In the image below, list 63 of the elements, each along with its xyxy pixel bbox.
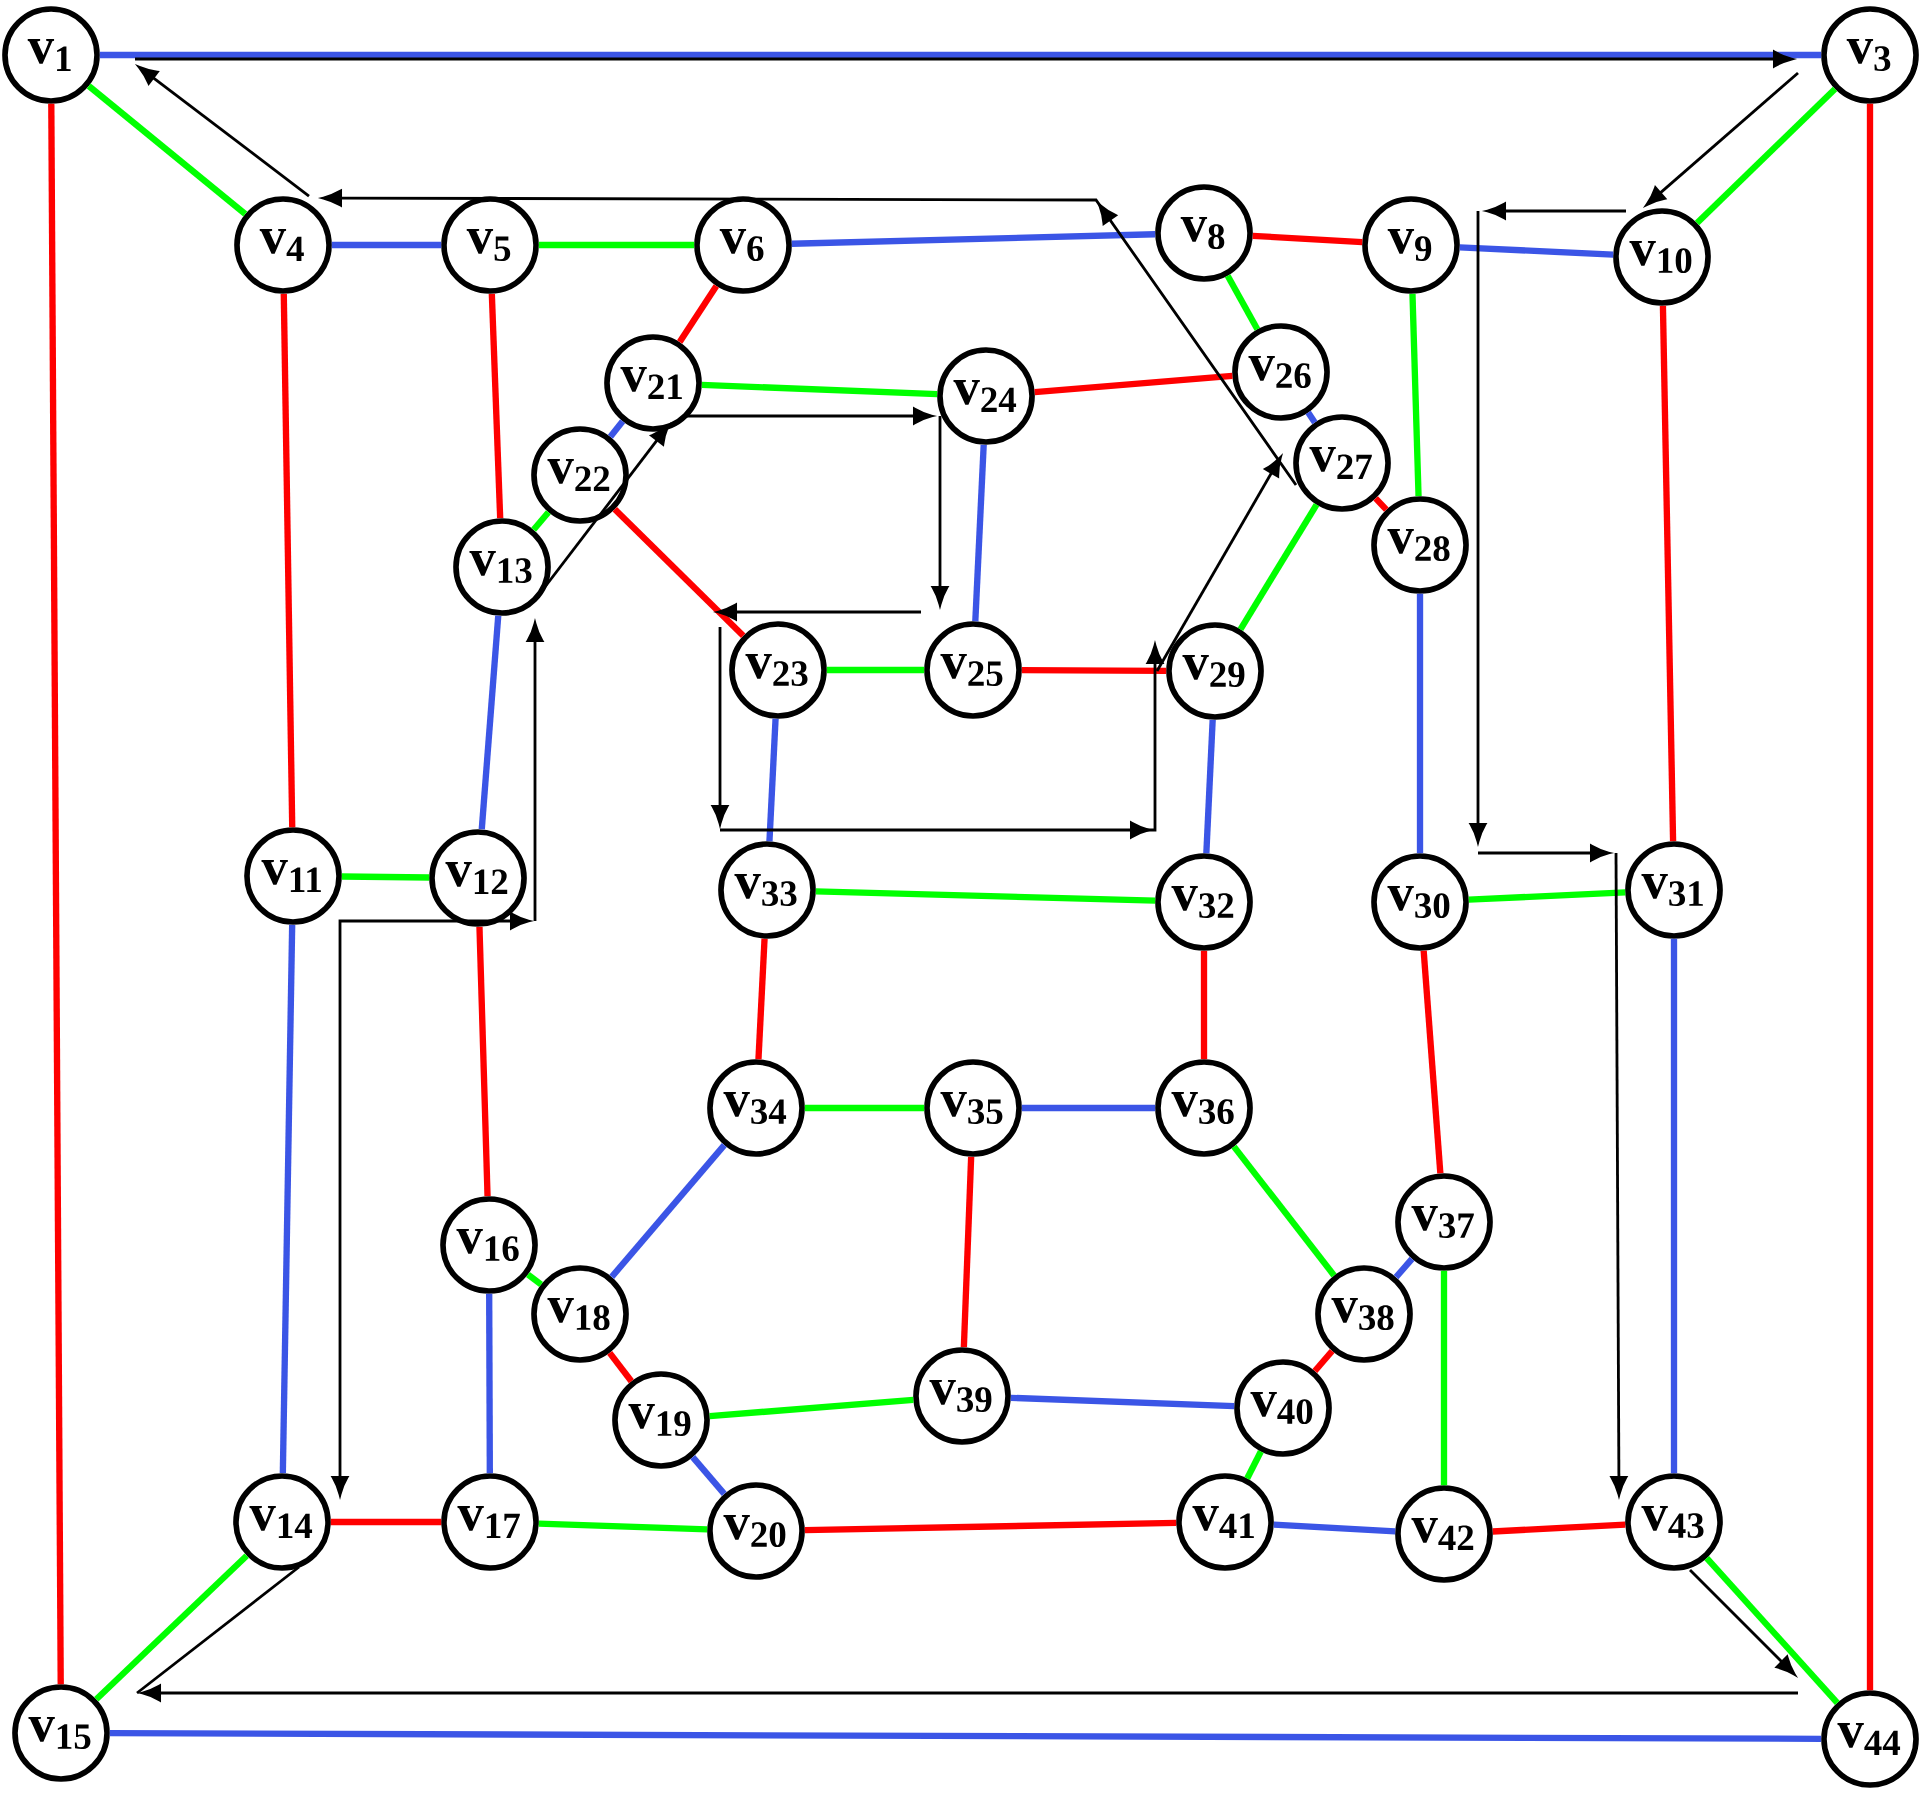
edge-line [99,51,1822,59]
edge-line [331,241,442,249]
edge-line [1203,719,1216,854]
edge-line [1200,950,1208,1060]
edge-line [94,1553,249,1702]
edge-line [677,284,719,344]
edge-line [1440,1270,1448,1486]
edge-line [701,381,938,398]
edge-line [1492,1521,1626,1535]
edge-line [526,1272,543,1287]
edge-line [609,1143,727,1279]
edge-line [804,1104,925,1112]
edge-line [476,926,491,1197]
edge-line [1034,372,1233,396]
edge-line [1866,103,1874,1691]
edge-line [279,924,296,1474]
edge-line [826,666,925,674]
edge-line [1010,1394,1235,1410]
edge-line [1694,86,1838,226]
edge-line [1670,938,1678,1474]
edge-line [330,1518,442,1526]
edge-line [538,1520,708,1533]
edge-line [280,293,296,828]
edge-line [1244,1450,1264,1480]
edge-line [478,615,502,830]
edge-line [804,1519,1177,1534]
edge-line [109,1730,1822,1742]
arrow [1645,71,1799,206]
edge-line [709,1396,914,1420]
edge-line [815,888,1156,904]
edge-line [1459,244,1614,258]
edge-line [972,444,987,622]
edge-line [1237,503,1320,631]
edge-line [1021,1104,1156,1112]
edge-line [486,1293,493,1474]
edge-line [960,1156,975,1348]
edge-line [690,1455,727,1496]
edge-line [1312,1348,1335,1374]
edge-line [1305,410,1318,425]
edge-line [1252,232,1363,246]
arrow [1689,1569,1796,1676]
edge-line [1393,1256,1415,1280]
edge-line [607,1350,634,1384]
edge-line [1021,667,1167,674]
edge-line [488,293,504,519]
edge-line [791,231,1156,247]
edge-line [1704,1556,1840,1705]
edge-line [1416,593,1424,854]
edge-line [1224,274,1261,331]
edge-line [612,507,746,638]
edge-line [766,718,779,842]
edge-line [1659,305,1677,842]
edge-line [1409,293,1422,497]
edge-line [48,103,64,1685]
edge-line [755,938,768,1060]
edge-line [1273,1521,1396,1535]
edge-line [341,873,430,881]
edge-line [1420,950,1444,1174]
edge-line [1231,1144,1337,1278]
edge-line [1468,889,1626,903]
arrow [1155,456,1282,672]
edge-line [1373,496,1389,512]
edge-line [538,241,695,249]
